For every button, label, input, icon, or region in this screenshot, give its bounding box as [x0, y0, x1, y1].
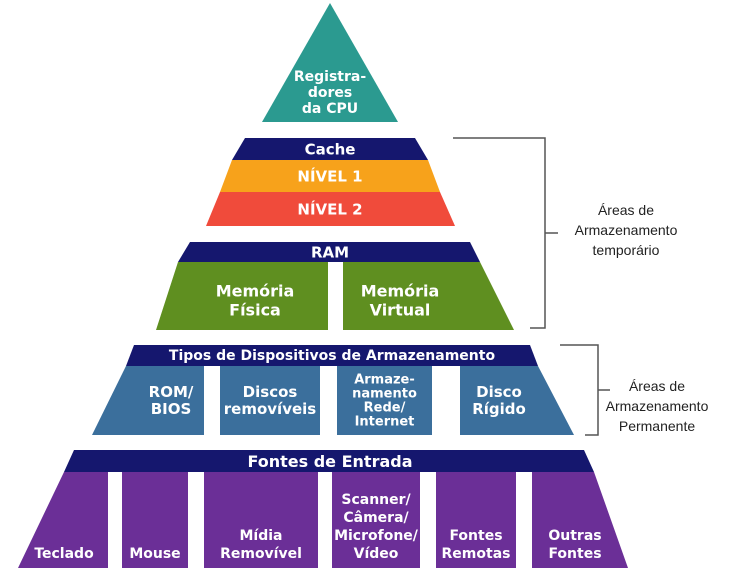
- permanent-bracket: [560, 344, 610, 436]
- ram-virtual-label-line: Virtual: [370, 300, 431, 319]
- storage-item-label-line: Rígido: [472, 400, 526, 418]
- temporary-areas-label-line: Armazenamento: [575, 222, 678, 238]
- input-source-label-line: Vídeo: [354, 546, 399, 562]
- storage-item-label-line: Discos: [243, 383, 298, 401]
- cache-level1-label: NÍVEL 1: [297, 166, 362, 185]
- cache-level1-label-line: NÍVEL 1: [297, 166, 362, 185]
- temporary-areas-label-line: temporário: [593, 242, 660, 258]
- input-source-label-line: Outras: [548, 528, 601, 544]
- input-source-label-line: Teclado: [34, 546, 94, 562]
- cpu-registers-triangle: [262, 3, 398, 122]
- cpu-registers-label-line: dores: [308, 85, 352, 101]
- input-source-block: [122, 472, 188, 568]
- temporary-areas-label-line: Áreas de: [598, 202, 654, 218]
- cache-level2-band: [206, 192, 455, 226]
- permanent-areas-label-line: Armazenamento: [606, 398, 709, 414]
- ram-physical-block: [156, 262, 328, 330]
- cache-header-band: [232, 138, 428, 160]
- temporary-areas-label: Áreas de Armazenamento temporário: [575, 202, 678, 258]
- storage-block: [92, 366, 204, 435]
- input-title: Fontes de Entrada: [247, 452, 412, 471]
- storage-item-label: ROM/BIOS: [149, 383, 194, 418]
- cache-level2-label: NÍVEL 2: [297, 199, 362, 218]
- storage-item-label-line: Disco: [476, 383, 522, 401]
- input-title-line: Fontes de Entrada: [247, 452, 412, 471]
- input-source-block: [436, 472, 516, 568]
- input-source-block: [332, 472, 420, 568]
- permanent-areas-label-line: Permanente: [619, 418, 695, 434]
- storage-title-line: Tipos de Dispositivos de Armazenamento: [169, 348, 496, 364]
- input-source-block: [18, 472, 108, 568]
- cpu-registers-label-line: Registra-: [294, 69, 366, 85]
- input-source-label-line: Microfone/: [334, 528, 419, 544]
- storage-item-label-line: Armaze-: [354, 373, 415, 388]
- storage-item-label-line: namento: [352, 387, 417, 402]
- ram-virtual-block: [343, 262, 514, 330]
- storage-item-label-line: Rede/: [364, 401, 406, 416]
- input-source-label-line: Removível: [220, 546, 302, 562]
- ram-physical-label-line: Memória: [216, 281, 295, 300]
- cache-title: Cache: [305, 140, 356, 158]
- input-source-label-line: Scanner/: [341, 492, 411, 508]
- input-source-label-line: Fontes: [548, 546, 601, 562]
- input-source-label-line: Fontes: [449, 528, 502, 544]
- input-source-label-line: Remotas: [442, 546, 511, 562]
- input-header-band: [64, 450, 594, 472]
- temporary-bracket: [453, 137, 558, 329]
- ram-physical-label-line: Física: [229, 300, 281, 319]
- input-source-label-line: Mouse: [129, 546, 180, 562]
- input-source-label-line: Mídia: [240, 528, 283, 544]
- storage-block: [220, 366, 320, 435]
- ram-title-line: RAM: [311, 243, 349, 261]
- input-source-block: [532, 472, 628, 568]
- storage-block: [460, 366, 574, 435]
- ram-title: RAM: [311, 243, 349, 261]
- storage-item-label-line: removíveis: [224, 400, 317, 418]
- input-source-label: Mouse: [129, 546, 180, 562]
- cache-title-line: Cache: [305, 140, 356, 158]
- cache-level1-band: [220, 160, 440, 192]
- ram-virtual-label-line: Memória: [361, 281, 440, 300]
- input-source-label: Scanner/Câmera/Microfone/Vídeo: [334, 492, 419, 562]
- storage-header-band: [126, 345, 538, 366]
- storage-block: [337, 366, 432, 435]
- storage-item-label-line: ROM/: [149, 383, 194, 401]
- storage-item-label-line: BIOS: [151, 400, 192, 418]
- input-source-block: [204, 472, 318, 568]
- input-source-label-line: Câmera/: [343, 510, 409, 526]
- storage-item-label-line: Internet: [355, 415, 415, 430]
- input-source-label: Teclado: [34, 546, 94, 562]
- permanent-areas-label-line: Áreas de: [629, 378, 685, 394]
- cpu-registers-label-line: da CPU: [302, 101, 358, 117]
- storage-title: Tipos de Dispositivos de Armazenamento: [169, 348, 496, 364]
- ram-header-band: [178, 242, 480, 262]
- cache-level2-label-line: NÍVEL 2: [297, 199, 362, 218]
